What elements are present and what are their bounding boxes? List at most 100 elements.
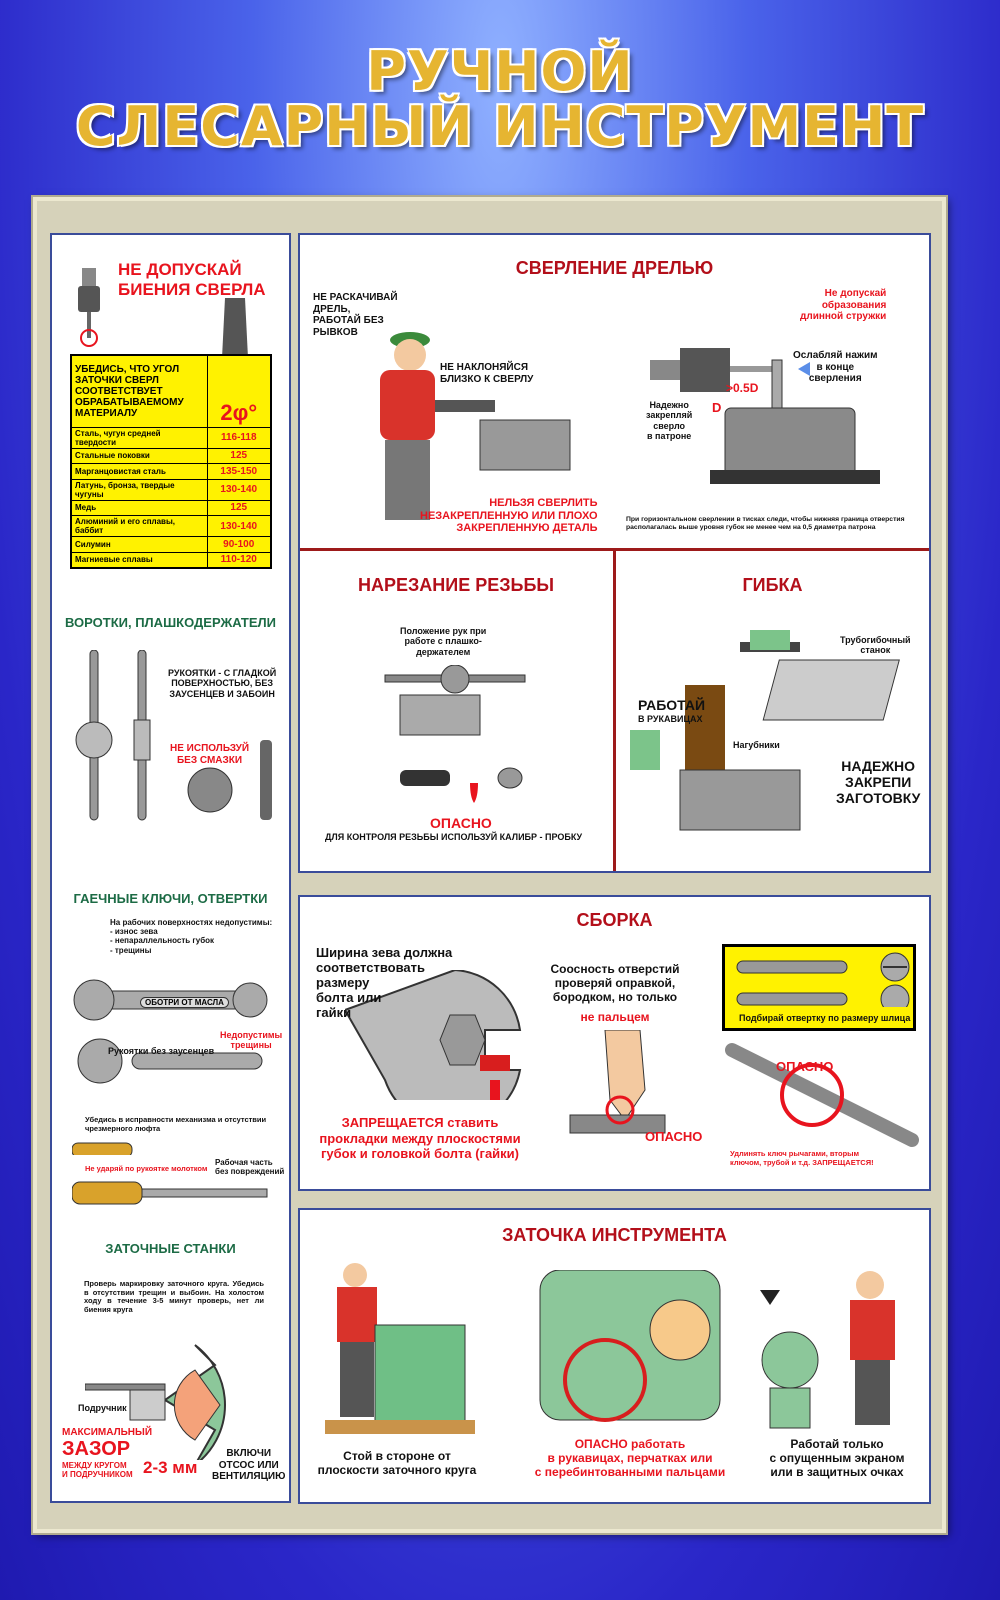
material: Стальные поковки: [70, 447, 208, 464]
material: Силумин: [70, 536, 208, 553]
threading-illustration: [384, 665, 526, 803]
tap-icon: [260, 740, 272, 820]
handles-note: Рукоятки без заусенцев: [108, 1046, 215, 1056]
no-long-chips-warning: Не допускай образования длинной стружки: [800, 288, 887, 322]
screwdriver-note: Подбирай отвертку по размеру шлица: [739, 1013, 911, 1023]
gloves-note-2: В РУКАВИЦАХ: [638, 714, 703, 724]
alignment-note: Соосность отверстий проверяй оправкой, б…: [550, 962, 680, 1004]
sharpening-title: ЗАТОЧКА ИНСТРУМЕНТА: [502, 1225, 727, 1245]
grinder-check-note: Проверь маркировку заточного круга. Убед…: [84, 1279, 264, 1314]
jaw-pads-label: Нагубники: [733, 740, 780, 750]
material: Алюминий и его сплавы, баббит: [70, 515, 208, 537]
gap-label-max: МАКСИМАЛЬНЫЙ: [62, 1427, 153, 1438]
finger-danger: ОПАСНО: [645, 1129, 703, 1144]
angle: 125: [206, 499, 272, 516]
drill-runout-warning: НЕ ДОПУСКАЙ БИЕНИЯ СВЕРЛА: [118, 260, 266, 299]
poster-title-line1: РУЧНОЙ: [366, 40, 634, 103]
lube-warning: НЕ ИСПОЛЬЗУЙ БЕЗ СМАЗКИ: [170, 743, 250, 766]
wrench-bolt-illustration: [345, 970, 522, 1100]
gloves-danger-illustration: [539, 1270, 721, 1422]
finger-hole-illustration: [569, 1030, 666, 1134]
screwdrivers-icon: [736, 952, 910, 1014]
blood-drop-icon: [470, 783, 478, 803]
working-part-note: Рабочая часть без повреждений: [215, 1158, 285, 1177]
die-icon: [187, 767, 233, 813]
pipe-bender-label: Трубогибочный станок: [840, 635, 911, 656]
lamp-icon: [760, 1290, 780, 1305]
tool-rest-label: Подручник: [78, 1403, 127, 1413]
vise-icon: [479, 419, 571, 471]
grinder-machine-icon: [374, 1324, 466, 1426]
arrow-icon: [490, 1080, 500, 1100]
angle: 116-118: [206, 426, 272, 449]
gloves-danger-warning: ОПАСНО работать в рукавицах, перчатках и…: [534, 1437, 726, 1479]
gap-label-gap: ЗАЗОР: [62, 1438, 131, 1460]
wipe-oil-label: ОБОТРИ ОТ МАСЛА: [140, 997, 229, 1008]
bending-title: ГИБКА: [742, 575, 803, 595]
hammer-warning: Не ударяй по рукоятке молотком: [85, 1164, 208, 1173]
forbidden-label: ЗАПРЕЩАЕТСЯ ставить: [341, 1115, 499, 1130]
tap-handles-note: РУКОЯТКИ - С ГЛАДКОЙ ПОВЕРХНОСТЬЮ, БЕЗ З…: [168, 668, 277, 699]
tap-wrench-illustration: [75, 650, 272, 821]
extend-warning: Удлинять ключ рычагами, вторым ключом, т…: [730, 1149, 874, 1167]
adjustable-wrench-icon: [131, 1052, 263, 1070]
wrench-defects-note: На рабочих поверхностях недопустимы: - и…: [110, 918, 273, 955]
angle: 135-150: [206, 463, 272, 480]
drill-icon: [435, 400, 495, 412]
pointer-icon: [798, 362, 810, 376]
wrenches-section-title: ГАЕЧНЫЕ КЛЮЧИ, ОТВЕРТКИ: [73, 891, 268, 906]
grinders-section-title: ЗАТОЧНЫЕ СТАНКИ: [105, 1241, 236, 1256]
drilling-title: СВЕРЛЕНИЕ ДРЕЛЬЮ: [515, 258, 714, 278]
material: Марганцовистая сталь: [70, 463, 208, 480]
thread-gauge-icon: [400, 770, 450, 786]
gap-value: 2-3 мм: [143, 1458, 198, 1477]
extended-wrench-illustration: [725, 1043, 919, 1147]
adjustable-wrench-note: Убедись в исправности механизма и отсутс…: [85, 1115, 267, 1133]
material: Сталь, чугун средней твердости: [70, 426, 208, 449]
taps-section-title: ВОРОТКИ, ПЛАШКОДЕРЖАТЕЛИ: [64, 615, 277, 630]
stand-side-note: Стой в стороне от плоскости заточного кр…: [317, 1449, 477, 1477]
angle: 130-140: [206, 515, 272, 537]
threading-title: НАРЕЗАНИЕ РЕЗЬБЫ: [357, 575, 554, 595]
cracks-warning: Недопустимы трещины: [220, 1030, 283, 1051]
angle-table-heading: УБЕДИСЬ, ЧТО УГОЛ ЗАТОЧКИ СВЕРЛ СООТВЕТС…: [70, 354, 208, 428]
drill-angle-table: УБЕДИСЬ, ЧТО УГОЛ ЗАТОЧКИ СВЕРЛ СООТВЕТС…: [70, 354, 272, 569]
secure-drill-note: Надежно закрепляй сверло в патроне: [646, 400, 693, 442]
not-finger-note: не пальцем: [580, 1010, 650, 1024]
gloves-note: РАБОТАЙ: [638, 697, 706, 713]
gap-05d-label: >0.5D: [726, 381, 759, 395]
hand-position-note: Положение рук при работе с плашко- держа…: [400, 626, 487, 657]
threading-danger: ОПАСНО: [430, 815, 492, 831]
bending-illustration: [630, 630, 900, 831]
material: Медь: [70, 499, 208, 516]
drilling-footnote: При горизонтальном сверлении в тисках сл…: [626, 516, 905, 531]
worker-drilling-illustration: [380, 332, 571, 520]
worker-side-illustration: [325, 1263, 475, 1434]
screwdriver-icon: [72, 1142, 133, 1155]
secure-workpiece-note: НАДЕЖНО ЗАКРЕПИ ЗАГОТОВКУ: [836, 758, 921, 807]
angle: 90-100: [206, 536, 272, 553]
ease-pressure-note: Ослабляй нажим в конце сверления: [793, 350, 878, 384]
forbidden-detail: прокладки между плоскостями губок и голо…: [319, 1131, 521, 1161]
no-loose-part-warning: НЕЛЬЗЯ СВЕРЛИТЬ НЕЗАКРЕПЛЕННУЮ ИЛИ ПЛОХО…: [420, 497, 598, 535]
angle: 110-120: [206, 551, 272, 568]
divider: [613, 548, 616, 871]
angle: 130-140: [206, 478, 272, 501]
worker-shield-illustration: [760, 1271, 895, 1429]
shield-note: Работай только с опущенным экраном или в…: [769, 1437, 905, 1479]
jaw-width-note: Ширина зева должна соответствовать разме…: [316, 945, 453, 1020]
wrench-illustration: [72, 979, 268, 1155]
assembly-title: СБОРКА: [576, 910, 653, 930]
grinder-illustration: [85, 1344, 226, 1460]
extend-danger: ОПАСНО: [776, 1059, 834, 1074]
drill-vise-illustration: [650, 348, 880, 484]
material: Магниевые сплавы: [70, 551, 208, 568]
gap-label-between: МЕЖДУ КРУГОМ И ПОДРУЧНИКОМ: [62, 1461, 133, 1480]
no-swing-note: НЕ РАСКАЧИВАЙ ДРЕЛЬ, РАБОТАЙ БЕЗ РЫВКОВ: [313, 292, 398, 338]
